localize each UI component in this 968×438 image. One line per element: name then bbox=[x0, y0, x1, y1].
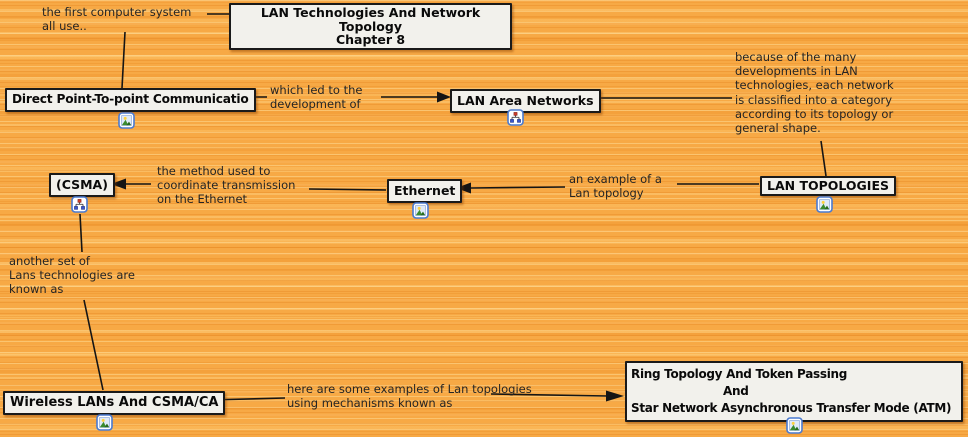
ring-node-line-3: Star Network Asynchronous Transfer Mode … bbox=[631, 401, 952, 415]
linking-phrase-some-examples[interactable]: here are some examples of Lan topologies… bbox=[287, 382, 532, 411]
concept-node-csma[interactable]: (CSMA) bbox=[49, 173, 115, 197]
ring-node-line-2: And bbox=[723, 384, 749, 398]
link-csma-another bbox=[79, 213, 83, 253]
concept-node-ring-topology[interactable]: Ring Topology And Token Passing And Star… bbox=[625, 361, 963, 422]
arrowhead-to-lan-area bbox=[437, 91, 451, 103]
image-resource-icon[interactable] bbox=[412, 202, 429, 219]
link-example-ethernet bbox=[470, 186, 566, 189]
link-ethernet-method bbox=[308, 188, 387, 191]
arrowhead-to-ring bbox=[606, 390, 624, 402]
link-because-topologies bbox=[820, 140, 827, 177]
concept-node-title[interactable]: LAN Technologies And Network Topology Ch… bbox=[229, 3, 512, 50]
arrowhead-to-ethernet bbox=[456, 182, 471, 194]
concept-node-lan-area-networks[interactable]: LAN Area Networks bbox=[450, 89, 601, 113]
ring-node-line-1: Ring Topology And Token Passing bbox=[631, 367, 848, 381]
linking-phrase-which-led-to[interactable]: which led to the development of bbox=[270, 83, 363, 112]
concept-node-ethernet[interactable]: Ethernet bbox=[387, 179, 463, 203]
linking-phrase-method-used[interactable]: the method used to coordinate transmissi… bbox=[157, 164, 296, 207]
concept-node-direct-point-to-point[interactable]: Direct Point-To-point Communicatio bbox=[5, 88, 256, 112]
linking-phrase-first-computer-system[interactable]: the first computer system all use.. bbox=[42, 5, 192, 34]
link-another-wireless bbox=[83, 299, 104, 391]
sitemap-resource-icon[interactable] bbox=[71, 196, 88, 213]
link-firstuse-direct bbox=[121, 31, 126, 89]
linking-phrase-another-set[interactable]: another set of Lans technologies are kno… bbox=[9, 254, 135, 297]
linking-phrase-an-example[interactable]: an example of a Lan topology bbox=[569, 172, 662, 201]
sitemap-resource-icon[interactable] bbox=[507, 109, 524, 126]
arrowhead-to-csma bbox=[111, 178, 126, 190]
image-resource-icon[interactable] bbox=[786, 417, 803, 434]
linking-phrase-because-of-developments[interactable]: because of the many developments in LAN … bbox=[735, 50, 894, 136]
image-resource-icon[interactable] bbox=[816, 196, 833, 213]
image-resource-icon[interactable] bbox=[96, 414, 113, 431]
concept-node-lan-topologies[interactable]: LAN TOPOLOGIES bbox=[760, 176, 896, 196]
link-examples-ring bbox=[490, 393, 608, 397]
image-resource-icon[interactable] bbox=[118, 112, 135, 129]
concept-node-wireless-lans[interactable]: Wireless LANs And CSMA/CA bbox=[3, 391, 226, 415]
